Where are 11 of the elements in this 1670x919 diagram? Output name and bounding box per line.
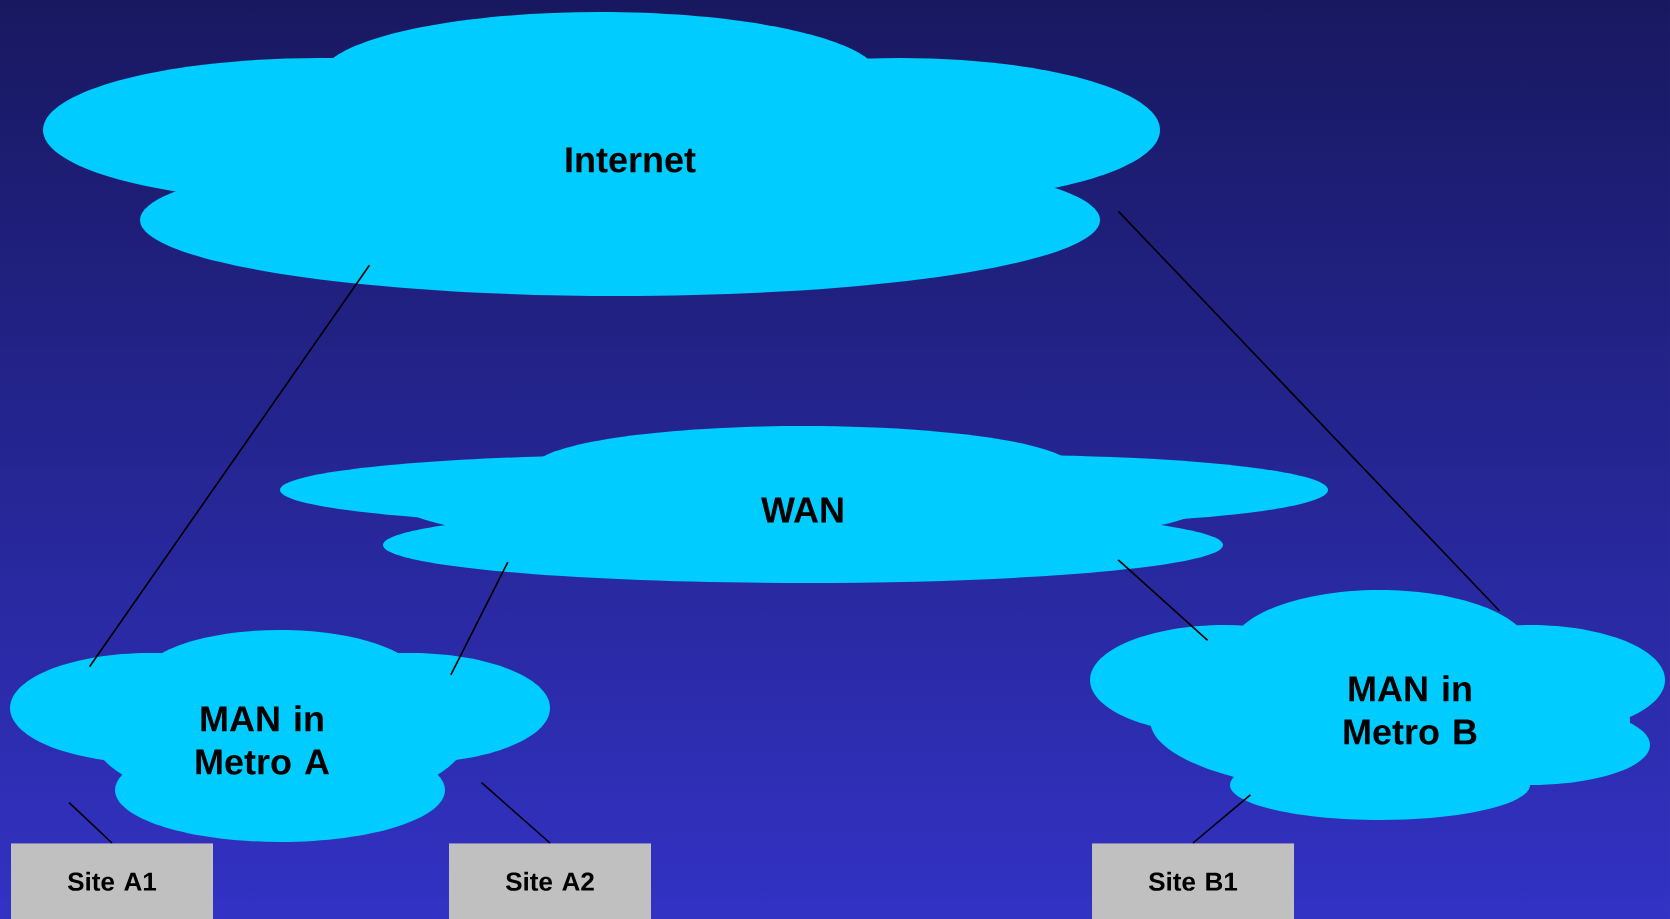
site-box: Site A2 (449, 843, 651, 919)
cloud: WAN (280, 426, 1328, 583)
connector-line (1192, 794, 1252, 844)
connector-line (68, 801, 113, 844)
cloud: MAN in Metro A (10, 630, 550, 842)
cloud: MAN in Metro B (1090, 590, 1665, 820)
connector-line (1117, 210, 1501, 612)
connector-line (480, 781, 551, 844)
cloud: Internet (43, 12, 1160, 296)
site-box: Site B1 (1092, 843, 1294, 919)
site-box: Site A1 (11, 843, 213, 919)
